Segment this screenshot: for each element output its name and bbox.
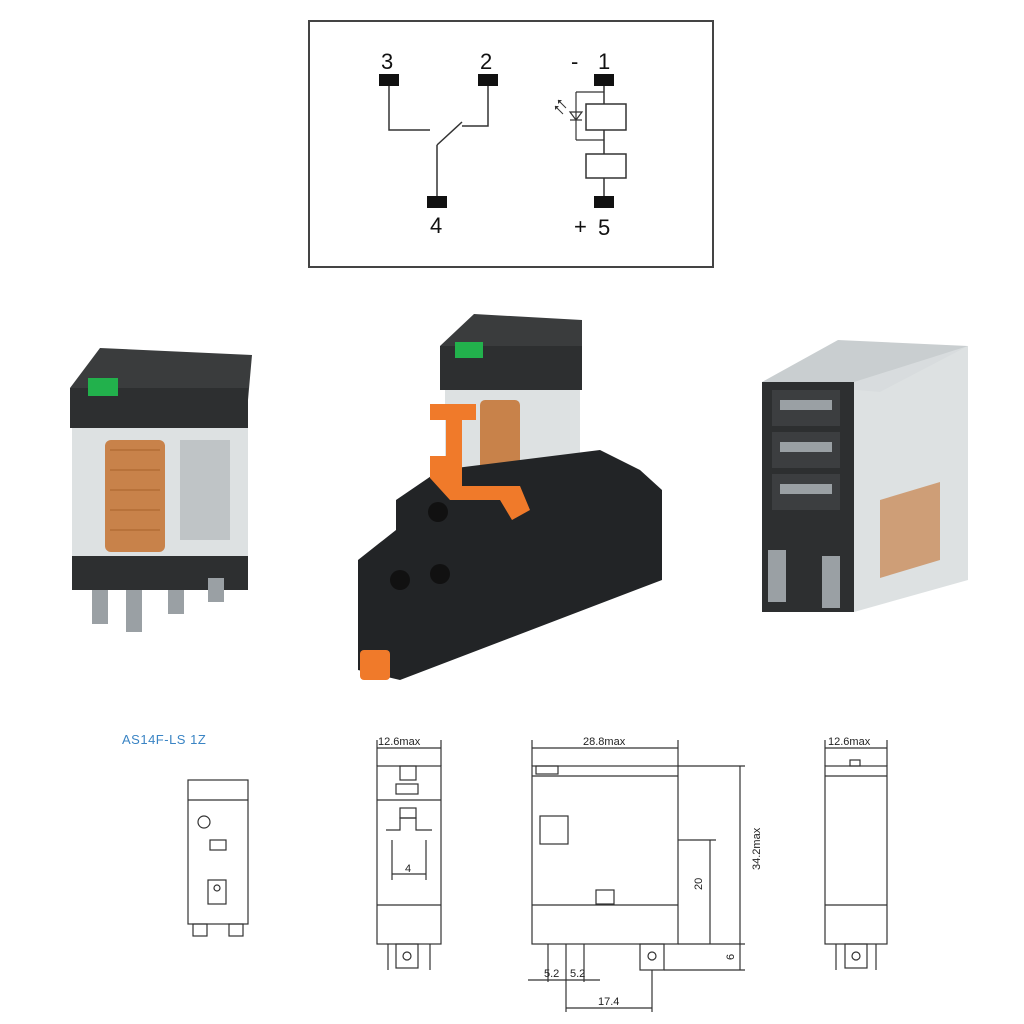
relay-in-socket-photo xyxy=(358,314,662,680)
terminal-1-pad xyxy=(594,74,614,86)
tab-terminal xyxy=(780,400,832,410)
led-indicator-box xyxy=(585,103,627,131)
minus-sign: - xyxy=(571,49,578,74)
dim-length: 28.8max xyxy=(583,736,626,748)
terminal-2-pad xyxy=(478,74,498,86)
dim-height: 34.2max xyxy=(751,827,763,870)
switch-arm xyxy=(436,121,463,146)
pin-1-label: 1 xyxy=(598,49,610,74)
terminal-5-pad xyxy=(594,196,614,208)
coil-winding xyxy=(105,440,165,552)
dim-back-width: 12.6max xyxy=(828,736,871,748)
dim-pitch-a: 5.2 xyxy=(544,968,559,980)
wiring-schematic xyxy=(308,20,714,268)
relay-side-photo xyxy=(762,340,968,612)
pin-4-label: 4 xyxy=(430,213,442,238)
top-view-drawing xyxy=(187,779,249,937)
front-view-drawing xyxy=(376,740,442,970)
terminal-4-pad xyxy=(427,196,447,208)
side-view-drawing xyxy=(528,740,745,1012)
socket-test-lever xyxy=(455,342,483,358)
dim-pin-height: 6 xyxy=(725,954,737,960)
model-name: AS14F-LS 1Z xyxy=(122,732,207,747)
test-lever-green xyxy=(88,378,118,396)
back-view-drawing xyxy=(824,740,888,970)
plus-sign: + xyxy=(574,214,587,239)
pin-5-label: 5 xyxy=(598,215,610,240)
relay-front-photo xyxy=(70,348,252,632)
retaining-clip-orange xyxy=(430,404,530,520)
coil-symbol xyxy=(585,153,627,179)
dim-front-width: 12.6max xyxy=(378,736,421,748)
no-contact-line xyxy=(462,86,489,127)
dim-terminal-height: 20 xyxy=(693,878,705,890)
pin-2-label: 2 xyxy=(480,49,492,74)
nc-contact-line xyxy=(388,86,430,131)
dim-inner-gap: 4 xyxy=(405,863,411,875)
dim-pitch-total: 17.4 xyxy=(598,996,619,1008)
terminal-3-pad xyxy=(379,74,399,86)
dim-pitch-b: 5.2 xyxy=(570,968,585,980)
pin-3-label: 3 xyxy=(381,49,393,74)
